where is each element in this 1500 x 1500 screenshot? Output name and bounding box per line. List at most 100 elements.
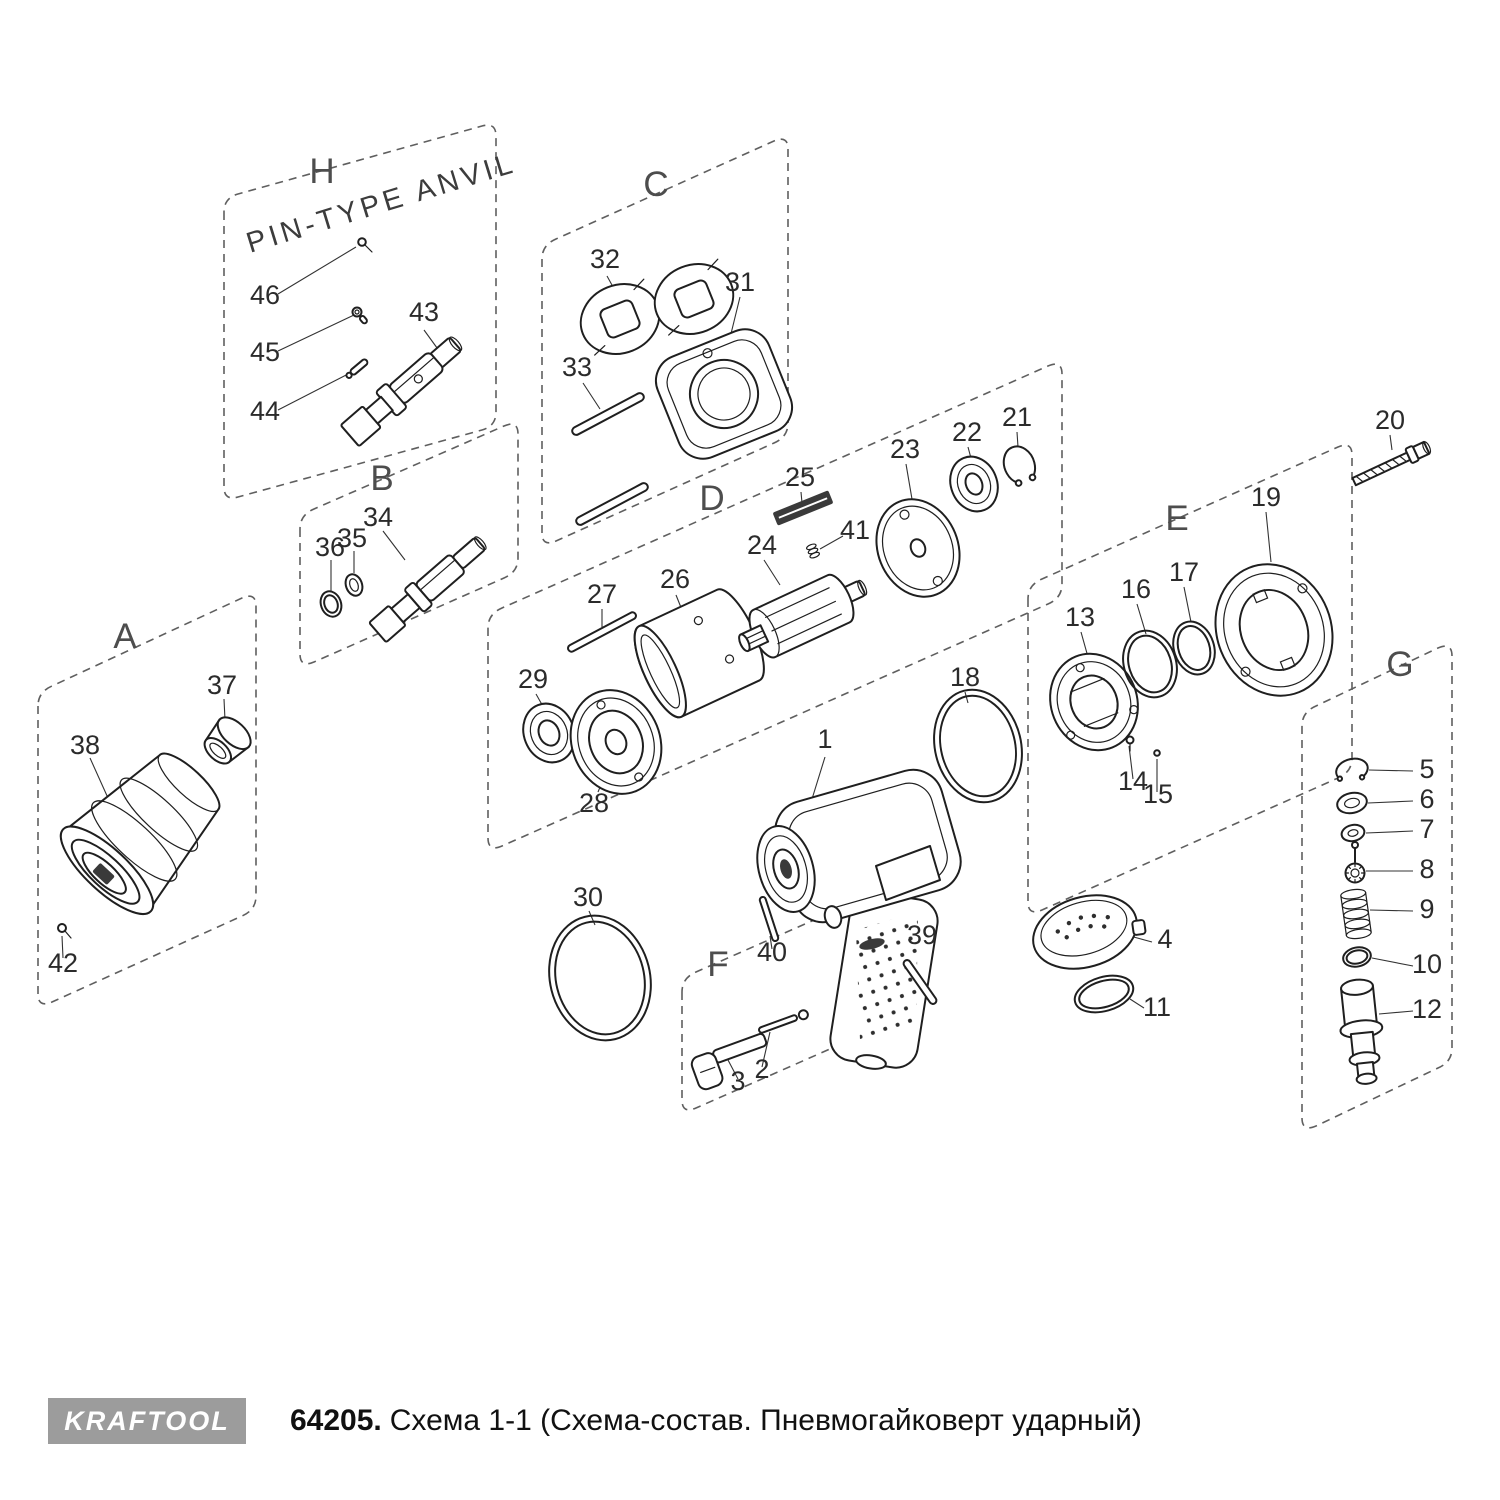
group-letter-e: E [1165, 499, 1188, 538]
part-46-pin [357, 237, 373, 253]
part-label-3: 3 [730, 1066, 745, 1096]
part-label-35: 35 [337, 523, 367, 553]
part-23-front-plate [875, 498, 961, 598]
part-label-15: 15 [1143, 779, 1173, 809]
part-3-trigger [690, 1032, 768, 1091]
part-28-end-plate [569, 689, 663, 795]
part-17-o-ring [1172, 620, 1216, 676]
part-label-41: 41 [840, 515, 870, 545]
part-4-deflector [1032, 894, 1147, 970]
footer: KRAFTOOL 64205.Схема 1-1 (Схема-состав. … [48, 1398, 1142, 1444]
part-19-clutch-housing [1214, 563, 1334, 697]
part-27-pin [567, 611, 637, 653]
part-40-pin [758, 895, 780, 943]
part-label-24: 24 [747, 530, 777, 560]
part-label-4: 4 [1157, 924, 1172, 954]
part-label-36: 36 [315, 532, 345, 562]
part-37-bushing [203, 716, 252, 765]
kraftool-logo-text: KRAFTOOL [64, 1405, 230, 1436]
pin-type-anvil-annotation: PIN-TYPE ANVIL [243, 147, 520, 259]
group-box-g [1301, 645, 1453, 1129]
part-label-29: 29 [518, 664, 548, 694]
part-41-spring [806, 543, 820, 559]
part-label-16: 16 [1121, 574, 1151, 604]
part-label-5: 5 [1419, 754, 1434, 784]
part-26-cylinder [633, 588, 765, 719]
part-label-19: 19 [1251, 482, 1281, 512]
part-label-17: 17 [1169, 557, 1199, 587]
part-label-10: 10 [1412, 949, 1442, 979]
kraftool-logo: KRAFTOOL [48, 1398, 246, 1444]
part-29-bearing [522, 702, 576, 764]
part-label-43: 43 [409, 297, 439, 327]
part-32-hammer-a [579, 278, 661, 356]
part-label-39: 39 [907, 920, 937, 950]
part-42-screw [57, 923, 72, 939]
part-12-inlet-bushing [1339, 978, 1384, 1085]
part-43-pin-anvil [340, 336, 463, 447]
part-36-o-ring [319, 590, 343, 618]
group-letter-g: G [1386, 645, 1413, 684]
part-label-42: 42 [48, 948, 78, 978]
part-7-bushing [1340, 823, 1366, 843]
part-label-37: 37 [207, 670, 237, 700]
part-label-38: 38 [70, 730, 100, 760]
part-label-40: 40 [757, 937, 787, 967]
part-44-pin [345, 358, 369, 379]
housing-front-bore [756, 825, 816, 913]
part-label-32: 32 [590, 244, 620, 274]
part-21-retaining-ring [1002, 445, 1037, 487]
group-letter-c: C [643, 165, 668, 204]
part-label-31: 31 [725, 267, 755, 297]
part-label-11: 11 [1143, 992, 1171, 1022]
part-20-bolt [1351, 440, 1432, 487]
part-38-hammer-case [59, 752, 221, 915]
part-33-pin-a [571, 392, 645, 436]
group-box-d [487, 363, 1063, 849]
deflector-perforation [1055, 913, 1110, 940]
part-18-gasket [933, 688, 1023, 804]
part-label-7: 7 [1419, 814, 1434, 844]
part-label-20: 20 [1375, 405, 1405, 435]
part-25-vane [773, 490, 833, 526]
part-label-8: 8 [1419, 854, 1434, 884]
part-45-o-ring [351, 306, 368, 325]
part-label-30: 30 [573, 882, 603, 912]
part-label-28: 28 [579, 788, 609, 818]
part-14-screw [1125, 735, 1135, 752]
part-label-26: 26 [660, 564, 690, 594]
part-2-pin [758, 1009, 809, 1034]
part-label-44: 44 [250, 396, 280, 426]
group-letter-d: D [699, 479, 724, 518]
part-22-bearing [949, 455, 999, 513]
group-box-a [37, 595, 257, 1005]
part-11-o-ring [1073, 974, 1135, 1014]
part-label-6: 6 [1419, 784, 1434, 814]
group-box-c [541, 138, 789, 544]
part-label-22: 22 [952, 417, 982, 447]
part-30-gasket [548, 914, 652, 1042]
part-label-27: 27 [587, 579, 617, 609]
group-letter-f: F [707, 945, 728, 984]
part-label-21: 21 [1002, 402, 1032, 432]
part-32-hammer-b [653, 258, 735, 336]
diagram-code: 64205. [290, 1404, 382, 1437]
part-label-23: 23 [890, 434, 920, 464]
part-label-33: 33 [562, 352, 592, 382]
part-label-25: 25 [785, 462, 815, 492]
exploded-diagram: PIN-TYPE ANVIL H C B A D E G F 1 2 3 4 5… [37, 124, 1453, 1129]
part-9-spring [1340, 888, 1372, 940]
part-label-9: 9 [1419, 894, 1434, 924]
part-34-anvil [368, 536, 487, 643]
part-33-pin-b [575, 482, 649, 526]
part-label-2: 2 [754, 1054, 769, 1084]
diagram-title-text: Схема 1-1 (Схема-состав. Пневмогайковерт… [389, 1404, 1142, 1437]
part-6-washer [1336, 791, 1368, 815]
part-label-14: 14 [1118, 766, 1148, 796]
part-label-46: 46 [250, 280, 280, 310]
part-labels: 1 2 3 4 5 6 7 8 9 10 11 12 13 14 15 16 1… [48, 244, 1442, 1096]
part-8-valve-stem [1344, 841, 1366, 884]
part-24-rotor [738, 573, 868, 659]
group-letter-h: H [309, 152, 334, 191]
